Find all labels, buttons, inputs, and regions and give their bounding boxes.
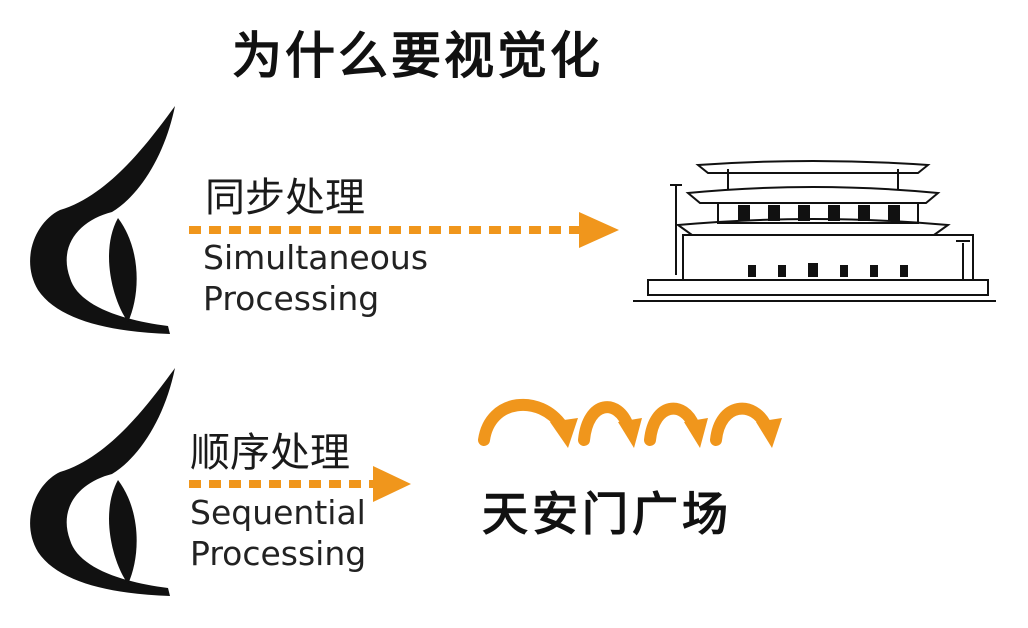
sequential-label-en-line1: Sequential [190,493,366,532]
page-title: 为什么要视觉化 [232,27,603,85]
eye-icon [30,368,176,596]
eye-icon [30,106,176,334]
simultaneous-label-en-line1: Simultaneous [203,238,429,277]
simultaneous-label-en-line2: Processing [203,279,380,318]
hop-arrow-icon [478,398,782,448]
dotted-arrow-icon [189,466,411,502]
sequential-label-en-line2: Processing [190,534,367,573]
sequential-label-zh: 顺序处理 [190,430,350,476]
dotted-arrow-icon [189,212,619,248]
simultaneous-label-zh: 同步处理 [205,175,365,221]
destination-label: 天安门广场 [482,487,732,541]
tiananmen-gate-illustration [633,160,996,302]
